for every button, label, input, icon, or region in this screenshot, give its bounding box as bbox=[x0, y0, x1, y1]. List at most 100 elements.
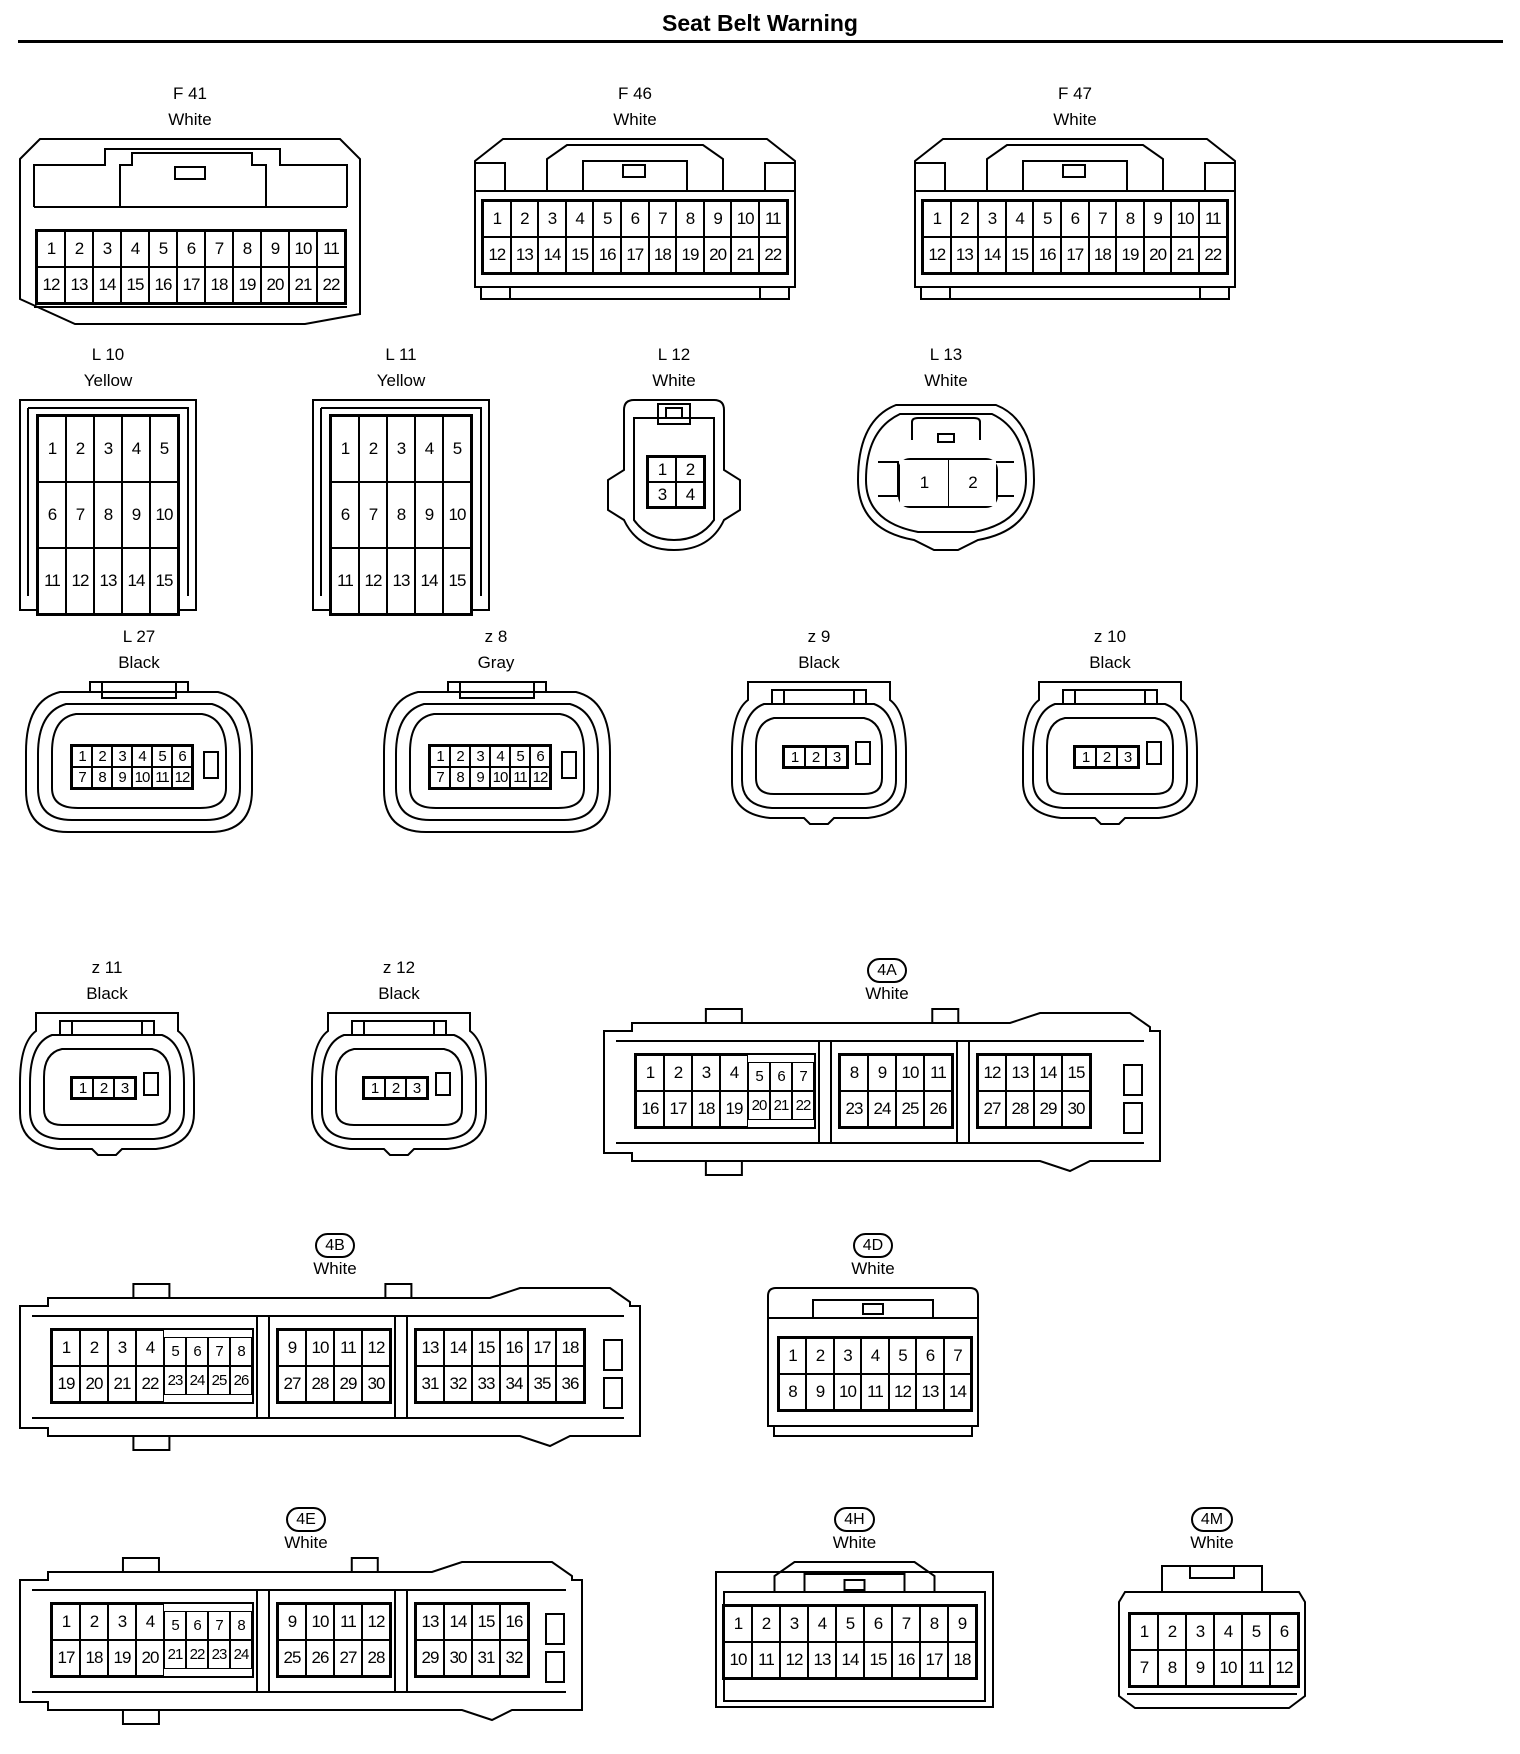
pin-cell: 12 bbox=[66, 548, 94, 614]
pin-cell: 3 bbox=[387, 416, 415, 482]
pin-cell: 18 bbox=[692, 1091, 720, 1127]
pin-cell: 7 bbox=[66, 482, 94, 548]
pin-cell: 17 bbox=[177, 267, 205, 303]
pin-cell: 5 bbox=[152, 746, 172, 767]
pin-cell: 6 bbox=[177, 231, 205, 267]
pin-cell: 2 bbox=[1158, 1614, 1186, 1650]
pin-cell: 14 bbox=[836, 1642, 864, 1678]
page-title: Seat Belt Warning bbox=[662, 10, 858, 36]
pin-cell: 9 bbox=[1143, 201, 1172, 237]
pin-cell: 20 bbox=[703, 237, 732, 273]
pin-cell: 5 bbox=[510, 746, 530, 767]
pin-cell: 9 bbox=[948, 1606, 976, 1642]
pin-cell: 6 bbox=[621, 201, 649, 237]
pin-cell: 14 bbox=[943, 1374, 972, 1410]
connector-color: White bbox=[313, 1259, 357, 1278]
pin-cell: 4 bbox=[121, 231, 149, 267]
pin-cell: 3 bbox=[108, 1604, 136, 1640]
connector-id: L 27 bbox=[122, 627, 156, 646]
pin-cell: 11 bbox=[334, 1330, 362, 1366]
pin-cell: 5 bbox=[164, 1611, 186, 1640]
connector-housing bbox=[1022, 681, 1198, 825]
pin-cell: 2 bbox=[948, 460, 996, 506]
pin-cell: 25 bbox=[278, 1640, 306, 1676]
pin-cell: 1 bbox=[1130, 1614, 1158, 1650]
pin-cell: 14 bbox=[415, 548, 443, 614]
pin-cell: 12 bbox=[923, 237, 951, 273]
pin-cell: 20 bbox=[1143, 237, 1172, 273]
pin-cell: 28 bbox=[1006, 1091, 1034, 1127]
pin-cell: 21 bbox=[289, 267, 317, 303]
connector-color: Black bbox=[798, 653, 840, 672]
pin-cell: 4 bbox=[720, 1055, 748, 1091]
pin-cell: 12 bbox=[359, 548, 387, 614]
pin-cell: 18 bbox=[80, 1640, 108, 1676]
pin-cell: 3 bbox=[406, 1078, 427, 1098]
pin-cell: 25 bbox=[208, 1366, 230, 1395]
pin-cell: 7 bbox=[208, 1611, 230, 1640]
pin-cell: 29 bbox=[1034, 1091, 1062, 1127]
pin-cell: 10 bbox=[443, 482, 471, 548]
pin-cell: 26 bbox=[306, 1640, 334, 1676]
connector-color: Black bbox=[118, 653, 160, 672]
pin-cell: 2 bbox=[805, 747, 826, 767]
connector-id: 4A bbox=[604, 958, 1170, 983]
pin-cell: 3 bbox=[94, 416, 122, 482]
pin-cell: 3 bbox=[1117, 747, 1138, 767]
pin-cell: 11 bbox=[38, 548, 66, 614]
pin-cell: 11 bbox=[152, 767, 172, 788]
pin-cell: 28 bbox=[306, 1366, 334, 1402]
pin-cell: 27 bbox=[334, 1640, 362, 1676]
pin-cell: 14 bbox=[538, 237, 566, 273]
pin-cell: 1 bbox=[778, 1338, 807, 1374]
pin-cell: 7 bbox=[208, 1337, 230, 1366]
connector-id: L 12 bbox=[657, 345, 691, 364]
pin-cell: 18 bbox=[1088, 237, 1117, 273]
pin-cell: 6 bbox=[172, 746, 192, 767]
pin-cell: 1 bbox=[364, 1078, 385, 1098]
pin-cell: 13 bbox=[65, 267, 93, 303]
pin-cell: 33 bbox=[472, 1366, 500, 1402]
pin-cell: 2 bbox=[80, 1330, 108, 1366]
pin-cell: 8 bbox=[92, 767, 112, 788]
connector-color: White bbox=[284, 1533, 328, 1552]
pin-cell: 9 bbox=[278, 1330, 306, 1366]
pin-cell: 25 bbox=[896, 1091, 924, 1127]
pin-cell: 5 bbox=[836, 1606, 864, 1642]
pin-cell: 19 bbox=[52, 1366, 80, 1402]
pin-cell: 22 bbox=[317, 267, 345, 303]
pin-cell: 21 bbox=[731, 237, 759, 273]
pin-cell: 27 bbox=[278, 1366, 306, 1402]
pin-cell: 2 bbox=[66, 416, 94, 482]
pin-cell: 26 bbox=[924, 1091, 952, 1127]
pin-cell: 15 bbox=[1062, 1055, 1090, 1091]
pin-cell: 4 bbox=[415, 416, 443, 482]
pin-cell: 4 bbox=[1005, 201, 1034, 237]
pin-cell: 15 bbox=[1005, 237, 1034, 273]
connector-id-badge: 4H bbox=[834, 1507, 875, 1532]
pin-cell: 8 bbox=[230, 1337, 252, 1366]
pin-cell: 17 bbox=[920, 1642, 948, 1678]
pin-cell: 20 bbox=[80, 1366, 108, 1402]
pin-cell: 1 bbox=[430, 746, 450, 767]
pin-cell: 13 bbox=[416, 1604, 444, 1640]
pin-cell: 9 bbox=[703, 201, 732, 237]
pin-cell: 5 bbox=[1033, 201, 1061, 237]
pin-cell: 7 bbox=[430, 767, 450, 788]
pin-cell: 21 bbox=[108, 1366, 136, 1402]
pin-cell: 3 bbox=[780, 1606, 808, 1642]
pin-cell: 18 bbox=[205, 267, 233, 303]
pin-cell: 16 bbox=[593, 237, 621, 273]
pin-cell: 6 bbox=[1270, 1614, 1298, 1650]
pin-cell: 9 bbox=[1186, 1650, 1214, 1686]
pin-cell: 12 bbox=[1270, 1650, 1298, 1686]
pin-cell: 1 bbox=[38, 416, 66, 482]
pin-cell: 10 bbox=[306, 1330, 334, 1366]
pin-cell: 4 bbox=[132, 746, 152, 767]
